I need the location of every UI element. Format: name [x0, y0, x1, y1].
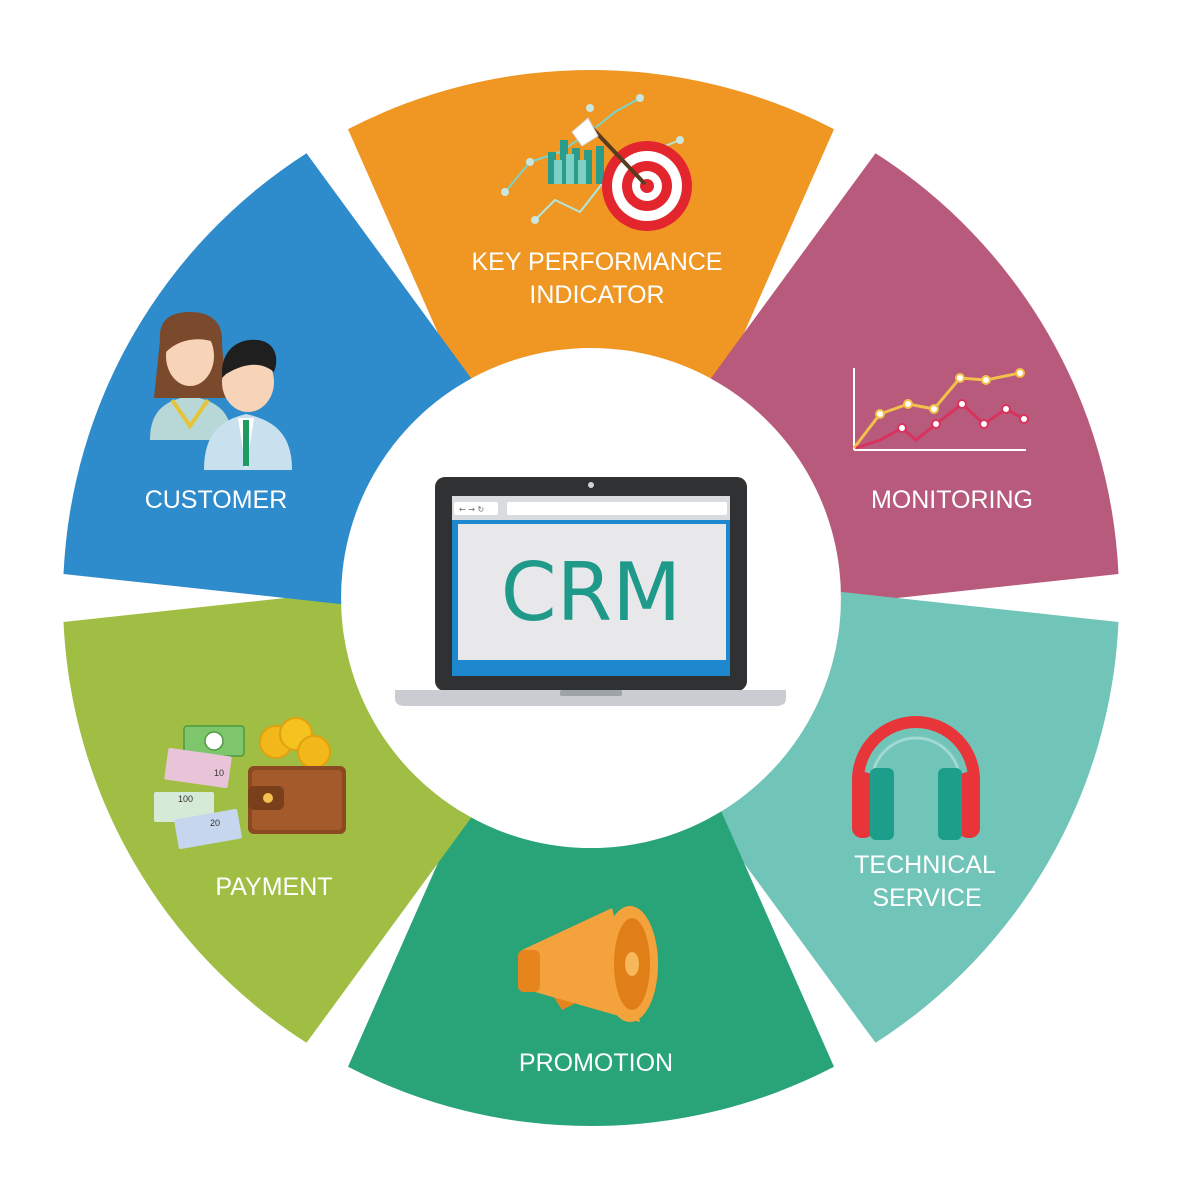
technical-service-label: TECHNICAL SERVICE — [854, 851, 996, 912]
svg-text:100: 100 — [178, 794, 193, 804]
segment-kpi — [348, 69, 834, 385]
monitoring-label: MONITORING — [871, 486, 1033, 514]
kpi-label-line-1: KEY PERFORMANCE — [472, 248, 723, 276]
svg-text:← → ↻: ← → ↻ — [459, 505, 484, 514]
target-chart-icon — [501, 94, 692, 231]
customer-label: CUSTOMER — [145, 486, 288, 514]
customers-icon — [150, 312, 292, 470]
segment-technical-service — [710, 591, 1119, 1043]
payment-label: PAYMENT — [215, 873, 332, 901]
line-graph-icon — [852, 368, 1029, 451]
headphones-icon — [852, 716, 980, 840]
segment-monitoring — [710, 153, 1119, 605]
laptop-icon: ← → ↻ — [395, 477, 786, 706]
kpi-label-line-2: INDICATOR — [529, 281, 664, 309]
svg-text:10: 10 — [214, 768, 224, 778]
technical-service-label-line-2: SERVICE — [872, 884, 981, 912]
svg-text:20: 20 — [210, 818, 220, 828]
promotion-label: PROMOTION — [519, 1049, 673, 1077]
wallet-money-icon: 10 100 20 — [154, 717, 346, 850]
crm-label: CRM — [501, 546, 681, 639]
technical-service-label-line-1: TECHNICAL — [854, 851, 996, 879]
kpi-label: KEY PERFORMANCE INDICATOR — [472, 248, 723, 309]
megaphone-icon — [518, 906, 658, 1022]
